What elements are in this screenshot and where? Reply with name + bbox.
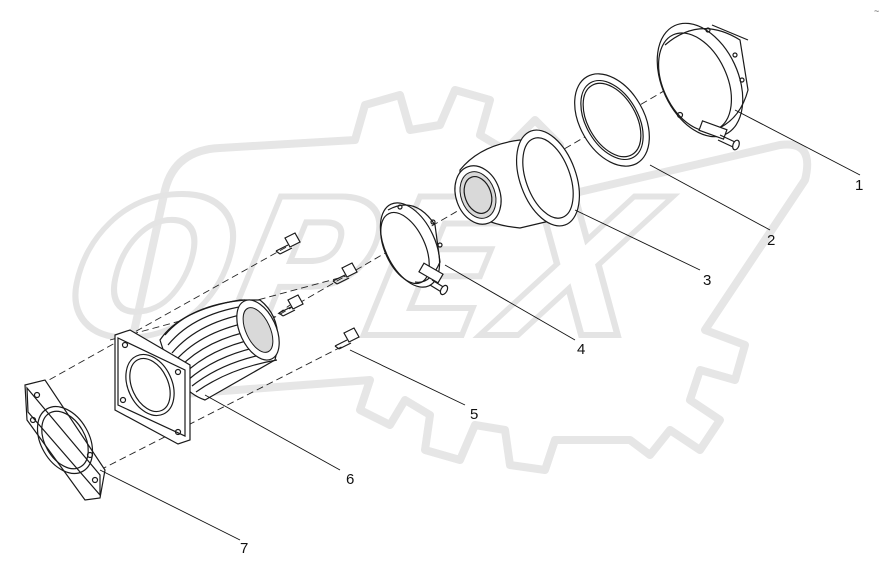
part-1-large-clamp [656,22,749,151]
part-4-small-clamp [379,202,449,296]
bolt-1 [275,232,301,255]
callout-6: 6 [346,471,354,488]
part-2-seal-ring [574,73,650,167]
leader-4 [444,264,576,341]
leader-5 [349,349,466,406]
part-3-adapter-sleeve [454,129,580,229]
part-7-gasket [24,379,106,501]
bolt-3 [278,294,304,317]
bolt-4 [334,327,360,350]
callout-numbers: 1 2 3 4 5 6 7 [240,177,863,557]
callout-4: 4 [577,341,585,358]
callout-1: 1 [855,177,863,194]
callout-5: 5 [470,406,478,423]
callout-7: 7 [240,540,248,557]
bolt-2 [332,262,358,285]
leader-6 [204,394,341,471]
corner-mark: ~ [874,6,879,16]
leader-3 [574,209,701,271]
leader-7 [99,469,241,541]
callout-2: 2 [767,232,775,249]
part-5-bolts [275,232,360,350]
watermark-gear-outline [124,86,812,474]
leader-lines [99,109,861,541]
leader-2 [649,164,771,231]
part-6-flex-bellows [114,299,280,445]
leader-1 [734,109,861,176]
callout-3: 3 [703,272,711,289]
